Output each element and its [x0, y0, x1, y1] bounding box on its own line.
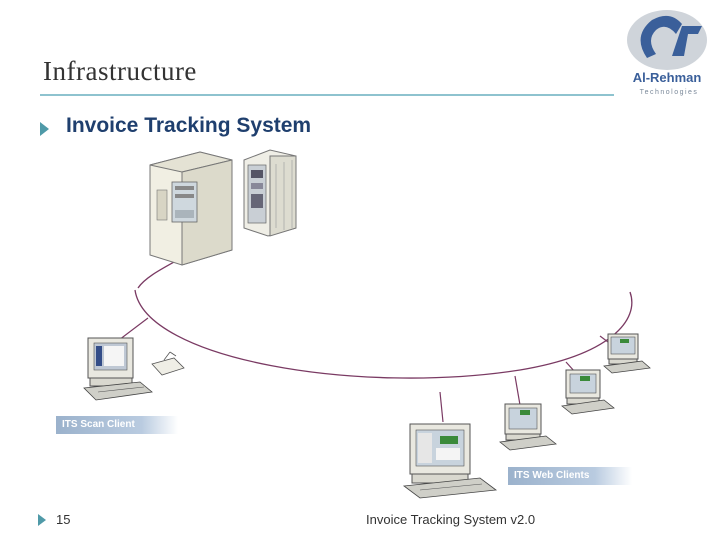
footer-title: Invoice Tracking System v2.0 [366, 512, 536, 527]
scan-client-computer-icon [83, 337, 153, 401]
logo-tagline: Technologies [640, 89, 699, 96]
web-client-link-2 [514, 375, 521, 406]
page-number: 15 [56, 512, 71, 527]
company-logo: Al-Rehman Technologies [627, 10, 707, 96]
scanner-icon [151, 351, 185, 376]
web-client-computer-icon [402, 423, 498, 499]
web-client-computer-icon [603, 333, 651, 374]
server-icon [149, 151, 233, 266]
bullet-heading: Invoice Tracking System [66, 114, 312, 137]
web-clients-label: ITS Web Clients [508, 467, 632, 485]
scan-client-label: ITS Scan Client [56, 416, 178, 434]
footer-arrow-icon [38, 514, 46, 526]
web-client-computer-icon [499, 403, 557, 451]
title-divider [40, 94, 614, 96]
web-client-computer-icon [561, 369, 615, 415]
logo-name: Al-Rehman [633, 70, 702, 85]
slide-title: Infrastructure [43, 56, 197, 86]
web-client-link-1 [439, 391, 444, 423]
bullet-arrow-icon [40, 122, 49, 136]
server-rack-icon [243, 149, 297, 237]
network-ring [134, 289, 633, 379]
